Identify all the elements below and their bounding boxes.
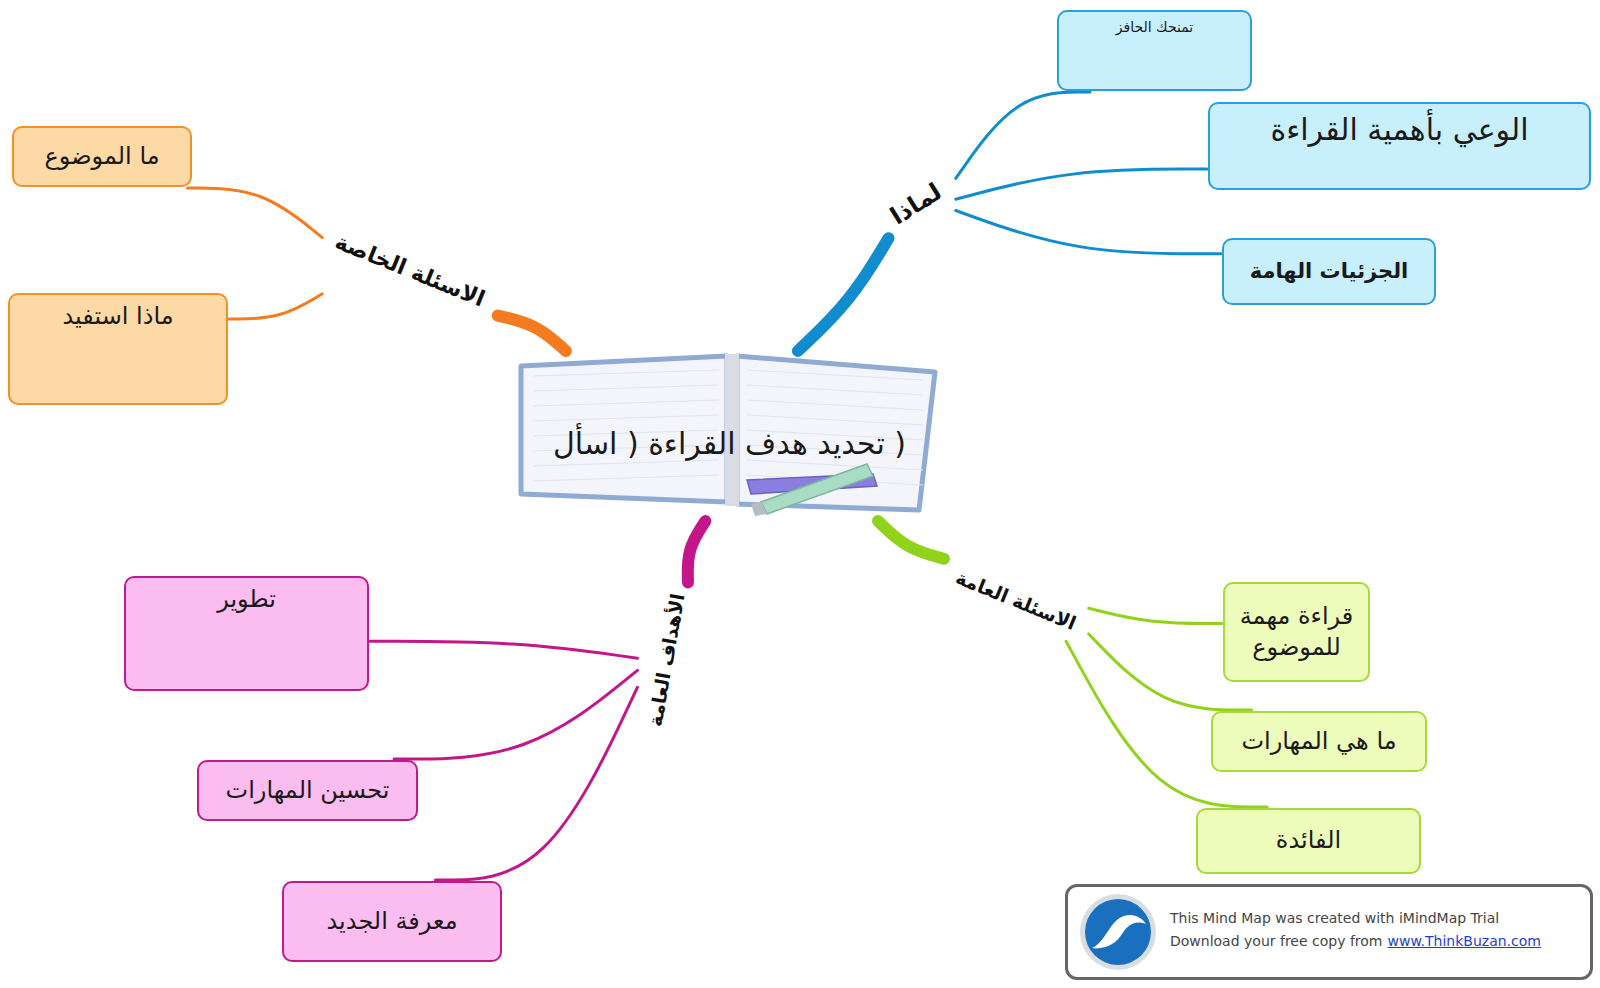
sub-branch (435, 687, 637, 880)
node-text: ( تحديد هدف القراءة ( اسأل (553, 426, 906, 461)
main-branch (798, 238, 889, 351)
page-rule (533, 415, 719, 421)
page-rule (533, 400, 719, 406)
main-branch (878, 521, 944, 559)
watermark-line: This Mind Map was created with iMindMap … (1170, 907, 1541, 930)
page-rule (533, 475, 719, 481)
watermark-note: Download your free copy from (1170, 933, 1383, 949)
node-text: معرفة الجديد (327, 906, 458, 937)
topic-box: معرفة الجديد (282, 881, 502, 962)
logo-ring (1080, 894, 1156, 970)
main-branch (688, 521, 706, 582)
watermark-line: Download your free copy from www.ThinkBuz… (1170, 930, 1541, 953)
topic-box: الوعي بأهمية القراءة (1208, 102, 1591, 190)
page-rule (747, 385, 923, 395)
topic-box: تحسين المهارات (197, 760, 418, 821)
node-text: لماذا (885, 178, 946, 231)
logo-disc (1085, 899, 1151, 965)
topic-box: ما الموضوع (12, 126, 192, 187)
main-branch (498, 316, 566, 351)
topic-box: ما هي المهارات (1211, 711, 1427, 772)
node-text: الفائدة (1276, 825, 1341, 856)
branch-label: الأهداف العامة (640, 585, 691, 734)
node-text: الاسئلة الخاصة (332, 229, 489, 312)
central-topic: ( تحديد هدف القراءة ( اسأل (515, 352, 944, 520)
node-text: ما هي المهارات (1241, 726, 1396, 757)
branch-label: الاسئلة العامة (946, 562, 1085, 638)
topic-box: تمنحك الحافز (1057, 10, 1252, 91)
logo-swoosh (1092, 915, 1146, 948)
node-text: تمنحك الحافز (1116, 18, 1193, 36)
node-text: قراءة مهمة للموضوع (1237, 601, 1356, 663)
node-text: تطوير (217, 584, 276, 615)
node-text: تحسين المهارات (226, 775, 390, 806)
sub-branch (956, 210, 1221, 253)
topic-box: ماذا استفيد (8, 293, 228, 405)
sub-branch (1089, 608, 1222, 623)
node-text: الأهداف العامة (643, 592, 688, 729)
page-rule (533, 460, 719, 466)
sub-branch (370, 641, 637, 658)
node-text: الاسئلة العامة (953, 566, 1080, 634)
page-rule (533, 385, 719, 391)
sub-branch (956, 169, 1207, 199)
sub-branch (956, 92, 1090, 178)
watermark-panel: This Mind Map was created with iMindMap … (1065, 884, 1593, 980)
sub-branch (394, 670, 637, 759)
node-text: ما الموضوع (44, 141, 159, 172)
sub-branch (187, 188, 322, 238)
pencil-cap (751, 502, 767, 516)
watermark-text: This Mind Map was created with iMindMap … (1170, 907, 1541, 953)
topic-box: الفائدة (1196, 808, 1421, 874)
node-text: الجزئيات الهامة (1250, 258, 1409, 285)
watermark-link: www.ThinkBuzan.com (1388, 933, 1541, 949)
sub-branch (229, 294, 322, 319)
page-rule (533, 370, 719, 376)
page-rule (747, 460, 923, 470)
watermark-note: This Mind Map was created with iMindMap … (1170, 910, 1499, 926)
topic-box: تطوير (124, 576, 369, 691)
node-text: ماذا استفيد (62, 301, 173, 332)
page-rule (747, 415, 923, 425)
page-rule (747, 370, 923, 380)
pencil (761, 464, 873, 514)
topic-box: الجزئيات الهامة (1222, 238, 1436, 305)
branch-label: الاسئلة الخاصة (325, 225, 494, 316)
node-text: الوعي بأهمية القراءة (1270, 110, 1528, 149)
watermark-logo (1076, 890, 1160, 974)
branch-label: لماذا (879, 173, 952, 235)
topic-box: قراءة مهمة للموضوع (1223, 582, 1370, 682)
page-rule (747, 400, 923, 410)
